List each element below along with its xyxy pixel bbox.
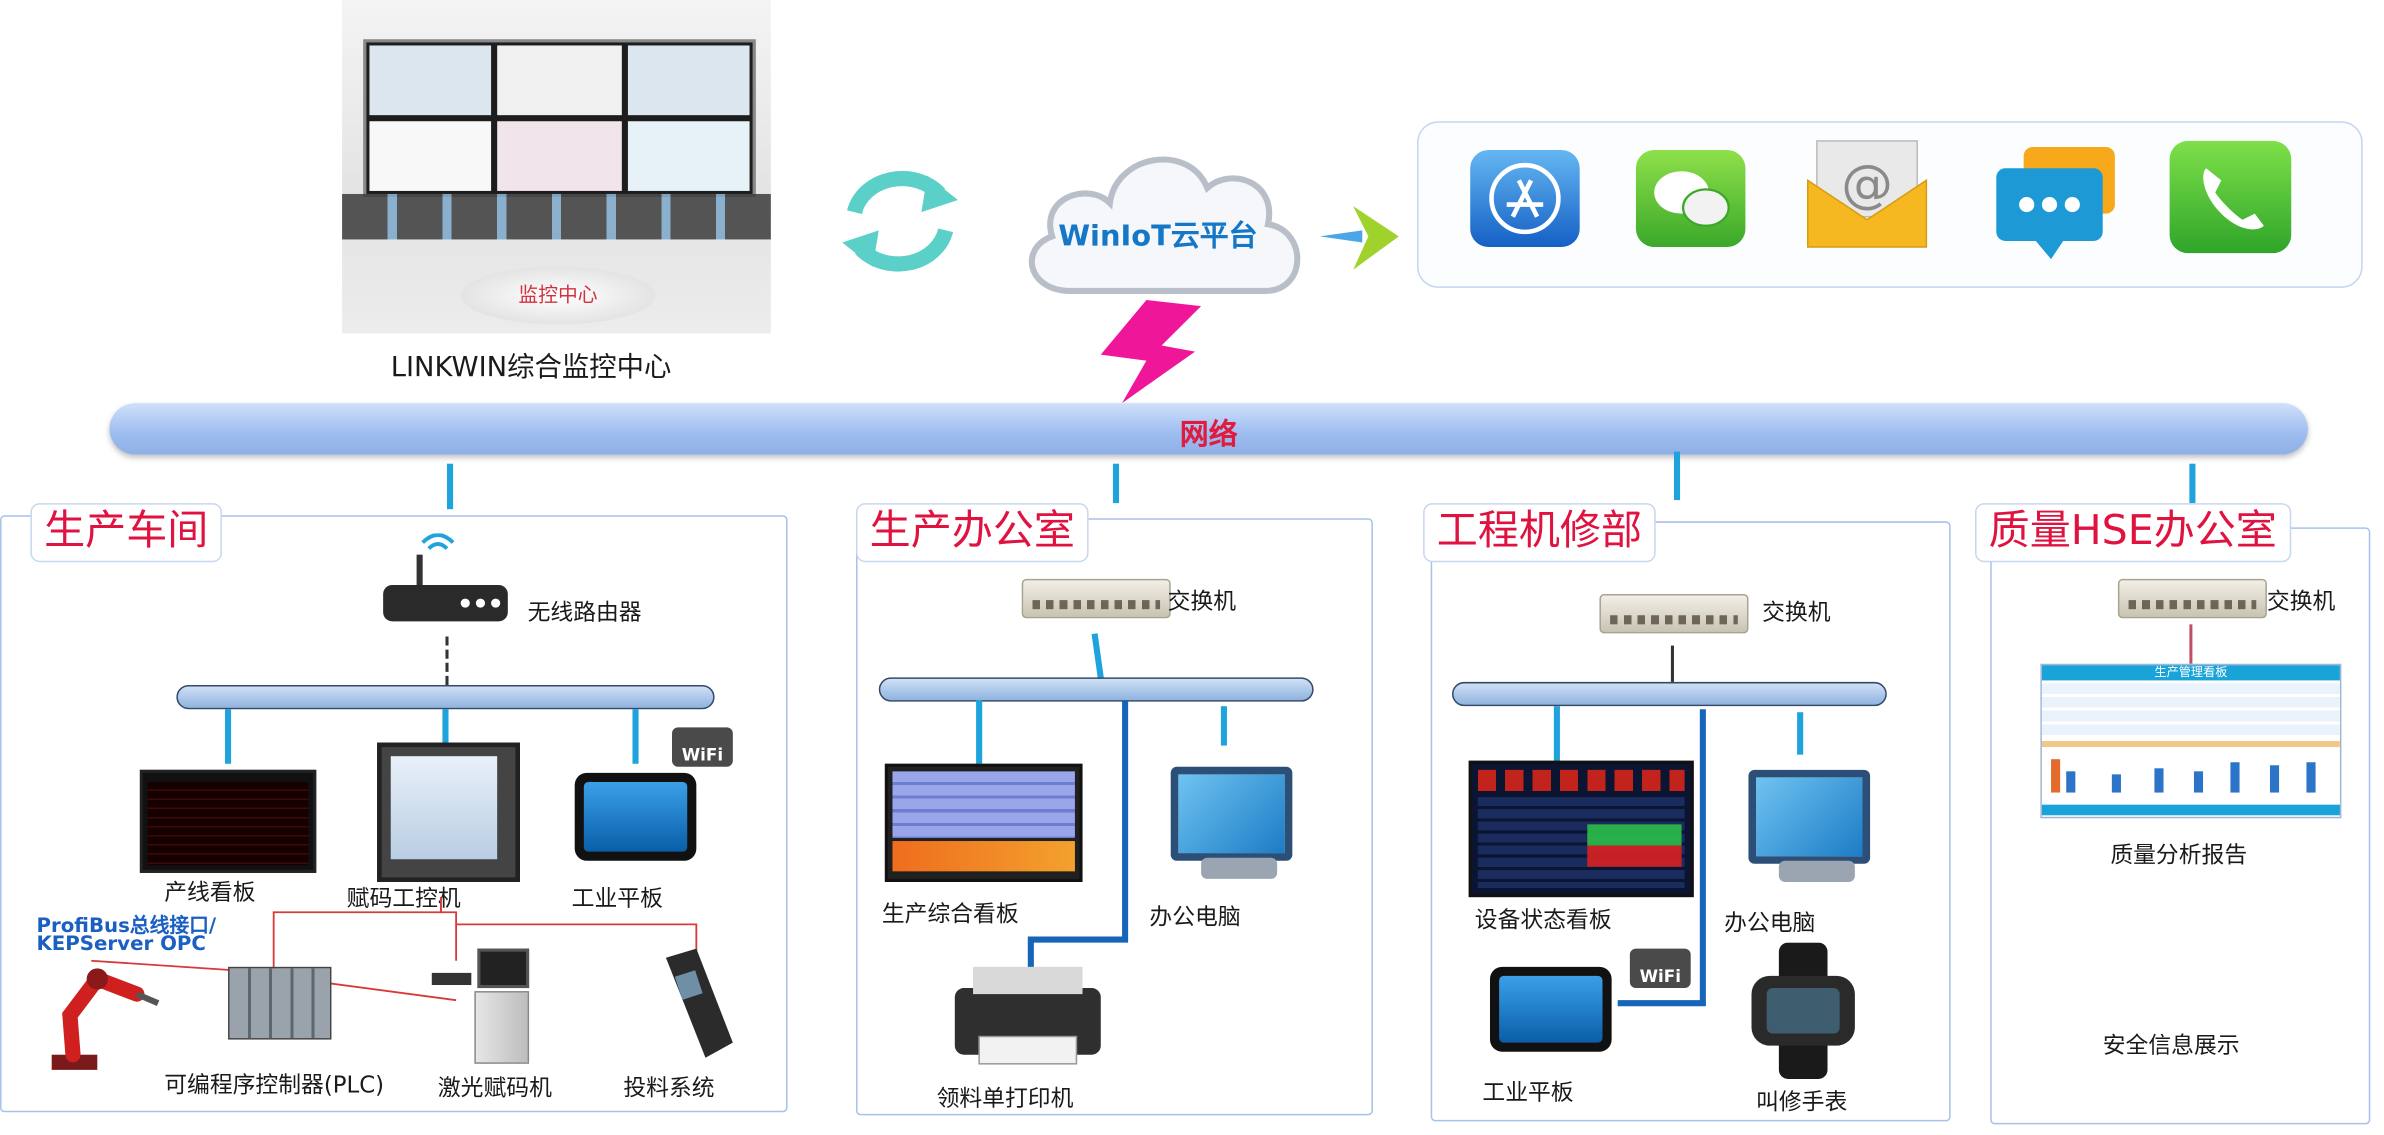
workshop-title: 生产车间 — [30, 503, 222, 563]
line-board-image — [139, 769, 317, 873]
router-icon — [383, 533, 508, 622]
link-wireless-ap — [1617, 709, 1706, 1007]
status-board-image — [1468, 760, 1694, 898]
quality-switch — [2117, 578, 2267, 619]
video-wall — [363, 39, 756, 198]
prod-pc-stand — [1201, 857, 1278, 879]
kepserver-label: KEPServer OPC — [36, 933, 206, 957]
link-tablet — [632, 709, 639, 764]
monitor-center-label: LINKWIN综合监控中心 — [390, 351, 672, 384]
prod-pc-label: 办公电脑 — [1149, 903, 1241, 931]
link-coding-ipc — [442, 709, 449, 743]
scanner-image — [665, 948, 733, 1058]
prod-office-section — [855, 518, 1373, 1116]
maint-wifi-badge: WiFi — [1629, 948, 1691, 989]
network-drop-workshop — [446, 463, 454, 510]
link-printer — [1027, 700, 1129, 982]
cloud-platform-label: WinIoT云平台 — [1058, 219, 1258, 254]
workshop-tablet-label: 工业平板 — [571, 884, 663, 913]
switch-link-quality — [2189, 624, 2193, 667]
sync-arrows-icon — [842, 171, 958, 272]
workshop-wifi-badge: WiFi — [672, 727, 733, 767]
prod-office-bus — [878, 677, 1314, 702]
line-board-label: 产线看板 — [164, 878, 256, 907]
wifi-text: WiFi — [1639, 966, 1681, 987]
switch-link-maintenance — [1670, 645, 1674, 682]
message-icon[interactable] — [1990, 141, 2124, 262]
prod-pc-monitor — [1170, 766, 1293, 861]
workshop-bus — [176, 684, 715, 710]
prod-board-image — [884, 763, 1083, 882]
wechat-icon[interactable] — [1635, 150, 1746, 248]
link-status-board — [1553, 706, 1560, 764]
workshop-tablet-image — [574, 772, 697, 861]
quality-switch-label: 交换机 — [2266, 587, 2336, 616]
network-drop-maintenance — [1673, 451, 1681, 501]
plc-label: 可编程序控制器(PLC) — [164, 1071, 385, 1099]
network-drop-quality — [2189, 463, 2196, 504]
maintenance-bus — [1451, 681, 1887, 707]
quality-title: 质量HSE办公室 — [1974, 503, 2291, 563]
platform — [460, 266, 656, 325]
safety-info-label: 安全信息展示 — [2102, 1031, 2240, 1060]
device-wiring — [91, 897, 698, 1002]
router-label: 无线路由器 — [527, 598, 642, 626]
network-drop-prod-office — [1112, 463, 1120, 504]
robot-arm-image — [51, 968, 160, 1070]
operator-desks — [342, 193, 771, 240]
wifi-text: WiFi — [681, 745, 724, 766]
link-line-board — [225, 709, 232, 764]
link-prod-board — [976, 700, 983, 764]
watch-label: 叫修手表 — [1756, 1088, 1848, 1116]
maint-pc-monitor — [1748, 769, 1871, 864]
feeding-system-label: 投料系统 — [623, 1074, 715, 1102]
maintenance-section — [1430, 521, 1951, 1122]
link-maint-pc — [1797, 712, 1804, 755]
plc-image — [228, 966, 332, 1040]
lightning-icon — [1100, 300, 1202, 404]
laser-coder-label: 激光赋码机 — [437, 1074, 552, 1102]
maint-pc-stand — [1778, 860, 1855, 882]
report-header: 生产管理看板 — [2041, 665, 2340, 681]
quality-report-label: 质量分析报告 — [2110, 841, 2248, 869]
maint-tablet-label: 工业平板 — [1482, 1078, 1574, 1107]
prod-office-title: 生产办公室 — [855, 503, 1089, 563]
network-label: 网络 — [1179, 418, 1238, 452]
notification-services-panel: @ — [1417, 121, 2363, 288]
network-bar: 网络 — [109, 403, 2308, 455]
maintenance-switch-label: 交换机 — [1762, 598, 1831, 626]
prod-board-label: 生产综合看板 — [881, 900, 1019, 928]
smartwatch-image — [1751, 942, 1855, 1079]
printer-image — [954, 966, 1101, 1065]
email-icon[interactable]: @ — [1805, 135, 1930, 250]
link-prod-pc — [1220, 706, 1227, 746]
coding-ipc-image — [377, 742, 520, 882]
profibus-label: ProfiBus总线接口/ — [36, 915, 217, 939]
router-link — [445, 636, 451, 685]
maintenance-switch — [1599, 594, 1749, 634]
prod-office-switch-label: 交换机 — [1167, 587, 1237, 616]
svg-text:@: @ — [1841, 155, 1893, 215]
maint-pc-label: 办公电脑 — [1724, 909, 1816, 937]
monitoring-center-image: 监控中心 — [342, 0, 771, 334]
laser-coder-image — [431, 948, 532, 1067]
status-board-label: 设备状态看板 — [1474, 906, 1612, 934]
cloud-platform-icon — [1028, 156, 1301, 294]
monitor-center-screen-text: 监控中心 — [518, 284, 598, 308]
phone-icon[interactable] — [2169, 140, 2292, 254]
printer-label: 领料单打印机 — [936, 1085, 1074, 1113]
quality-report-image: 生产管理看板 — [2040, 663, 2342, 819]
push-arrow-icon — [1319, 206, 1399, 270]
maint-tablet-image — [1489, 966, 1612, 1052]
prod-office-switch — [1021, 578, 1171, 619]
maintenance-title: 工程机修部 — [1423, 503, 1656, 563]
app-store-icon[interactable] — [1470, 150, 1580, 248]
workshop-section — [0, 515, 788, 1113]
